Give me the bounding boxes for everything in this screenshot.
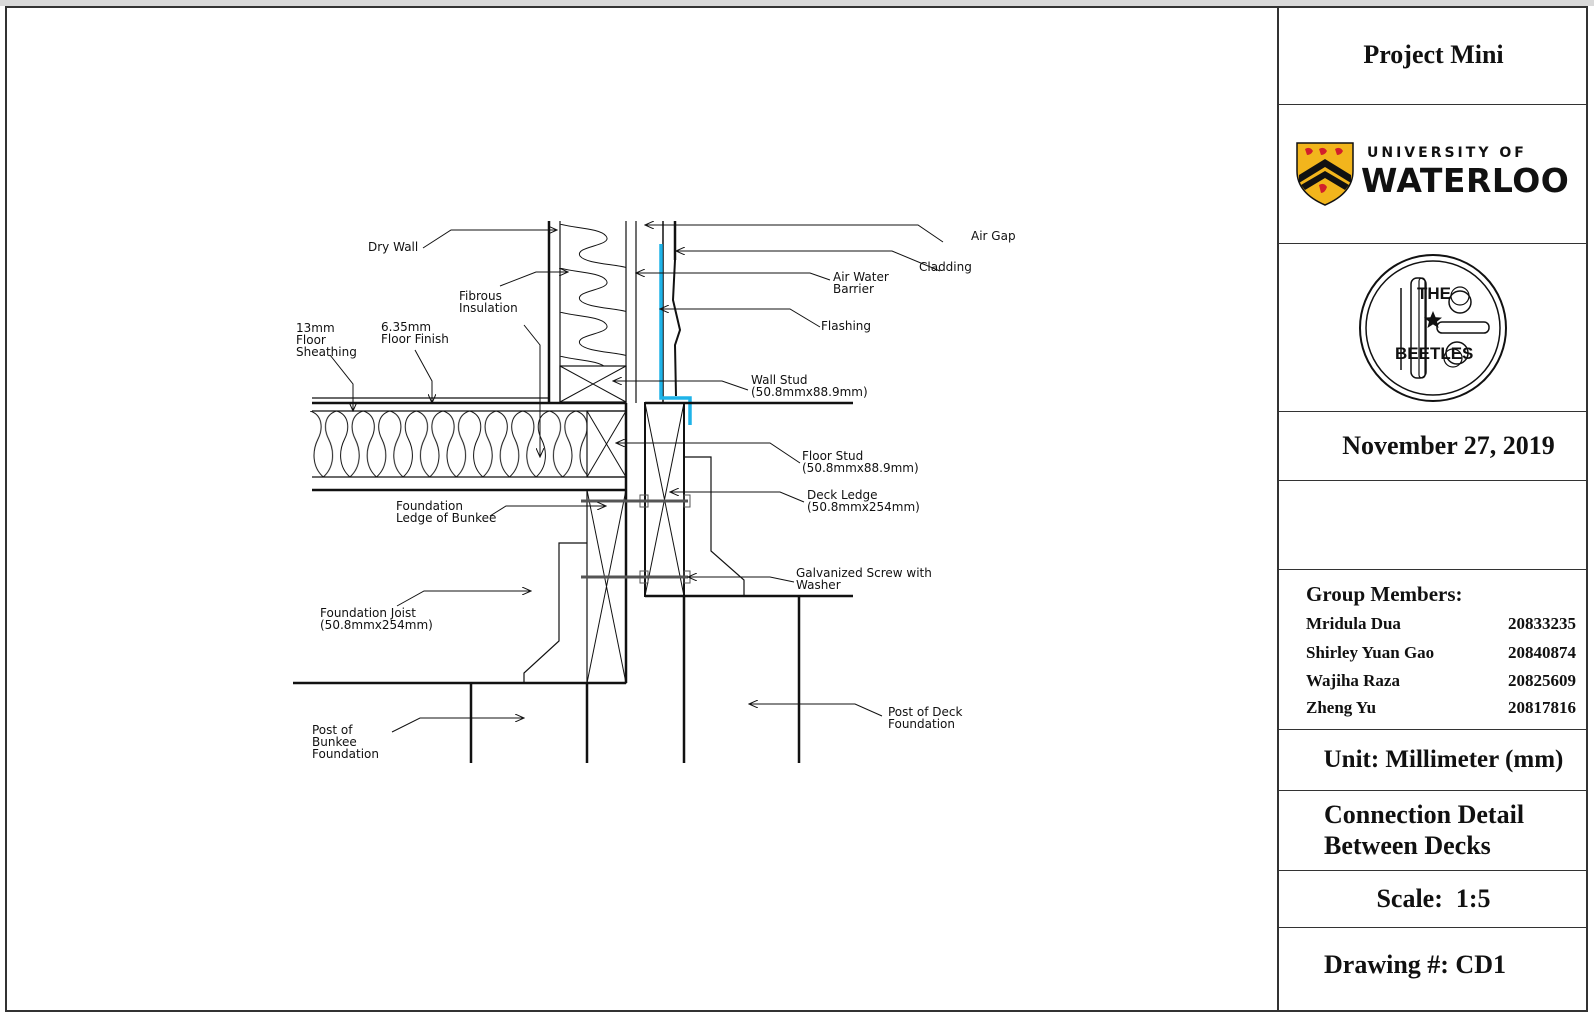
unit-cell: Unit: Millimeter (mm) <box>1279 730 1588 791</box>
label-post-bunkee-2: Bunkee <box>312 735 357 749</box>
member-name: Zheng Yu <box>1306 698 1377 717</box>
label-wall-stud: Wall Stud <box>751 373 807 387</box>
drawing-title-line-1: Connection Detail <box>1324 800 1525 829</box>
university-line-2: WATERLOO <box>1361 161 1570 200</box>
member-id: 20825609 <box>1508 671 1576 690</box>
leader-lines <box>329 225 944 733</box>
members-title: Group Members: <box>1306 582 1463 606</box>
sheet-border <box>5 6 1588 1012</box>
title-block: Project Mini UNIVERSITY OF WATERLOO <box>1277 6 1588 1012</box>
member-id: 20840874 <box>1508 643 1576 662</box>
drawing-scale: Scale: 1:5 <box>1376 884 1491 913</box>
label-deck-ledge: Deck Ledge <box>807 488 877 502</box>
window-top-bar <box>0 0 1594 6</box>
label-fibrous-insulation-2: Insulation <box>459 301 518 315</box>
member-name: Wajiha Raza <box>1306 671 1400 690</box>
group-members-cell: Group Members: Mridula Dua 20833235 Shir… <box>1279 570 1588 730</box>
label-dry-wall: Dry Wall <box>368 240 418 254</box>
label-floor-finish: 6.35mm <box>381 320 431 334</box>
team-logo-line-1: THE <box>1417 284 1451 303</box>
deck-foundation <box>581 401 853 763</box>
member-row: Zheng Yu 20817816 <box>1306 698 1576 718</box>
bunkee-foundation <box>293 489 627 763</box>
drawing-date: November 27, 2019 <box>1342 431 1555 460</box>
university-logo-cell: UNIVERSITY OF WATERLOO <box>1279 105 1588 244</box>
label-post-bunkee: Post of <box>312 723 353 737</box>
label-post-deck-2: Foundation <box>888 717 955 731</box>
label-foundation-ledge: Foundation <box>396 499 463 513</box>
team-logo-line-2: BEETLES <box>1395 344 1473 363</box>
drawing-labels: Dry Wall Fibrous Insulation 13mm Floor S… <box>296 229 1016 761</box>
member-row: Shirley Yuan Gao 20840874 <box>1306 643 1576 663</box>
label-floor-stud-size: (50.8mmx88.9mm) <box>802 461 919 475</box>
label-air-water-barrier-2: Barrier <box>833 282 874 296</box>
label-floor-finish-2: Floor Finish <box>381 332 449 346</box>
label-deck-ledge-size: (50.8mmx254mm) <box>807 500 920 514</box>
floor-assembly <box>310 397 628 683</box>
label-floor-stud: Floor Stud <box>802 449 863 463</box>
drawing-number-cell: Drawing #: CD1 <box>1279 928 1588 1010</box>
member-row: Mridula Dua 20833235 <box>1306 614 1576 634</box>
label-air-water-barrier: Air Water <box>833 270 889 284</box>
member-name: Mridula Dua <box>1306 614 1401 633</box>
label-air-gap: Air Gap <box>971 229 1016 243</box>
label-galvanized-screw-2: Washer <box>796 578 841 592</box>
label-fibrous-insulation: Fibrous <box>459 289 502 303</box>
flashing-line <box>659 244 692 425</box>
label-floor-sheathing-3: Sheathing <box>296 345 357 359</box>
drawing-number: Drawing #: CD1 <box>1324 950 1506 979</box>
label-foundation-ledge-2: Ledge of Bunkee <box>396 511 496 525</box>
drawing-title-cell: Connection Detail Between Decks <box>1279 791 1588 871</box>
team-logo-icon: THE BEETLES <box>1359 254 1507 402</box>
member-name: Shirley Yuan Gao <box>1306 643 1435 662</box>
label-post-bunkee-3: Foundation <box>312 747 379 761</box>
drawing-title-line-2: Between Decks <box>1324 831 1491 860</box>
label-flashing: Flashing <box>821 319 871 333</box>
label-floor-sheathing: 13mm <box>296 321 335 335</box>
label-floor-sheathing-2: Floor <box>296 333 326 347</box>
date-cell: November 27, 2019 <box>1279 412 1588 481</box>
scale-cell: Scale: 1:5 <box>1279 871 1588 928</box>
label-foundation-joist-size: (50.8mmx254mm) <box>320 618 433 632</box>
label-post-deck: Post of Deck <box>888 705 963 719</box>
project-cell: Project Mini <box>1279 6 1588 105</box>
member-id: 20833235 <box>1508 614 1576 633</box>
connection-detail-drawing: Dry Wall Fibrous Insulation 13mm Floor S… <box>293 221 1016 763</box>
label-galvanized-screw: Galvanized Screw with <box>796 566 932 580</box>
label-wall-stud-size: (50.8mmx88.9mm) <box>751 385 868 399</box>
drawing-unit: Unit: Millimeter (mm) <box>1323 746 1564 773</box>
project-name: Project Mini <box>1363 40 1504 69</box>
blank-cell <box>1279 481 1588 570</box>
member-id: 20817816 <box>1508 698 1576 717</box>
university-shield-icon <box>1296 142 1354 206</box>
label-cladding: Cladding <box>919 260 972 274</box>
university-line-1: UNIVERSITY OF <box>1367 145 1527 161</box>
team-logo-cell: THE BEETLES <box>1279 244 1588 412</box>
member-row: Wajiha Raza 20825609 <box>1306 671 1576 691</box>
label-foundation-joist: Foundation Joist <box>320 606 416 620</box>
